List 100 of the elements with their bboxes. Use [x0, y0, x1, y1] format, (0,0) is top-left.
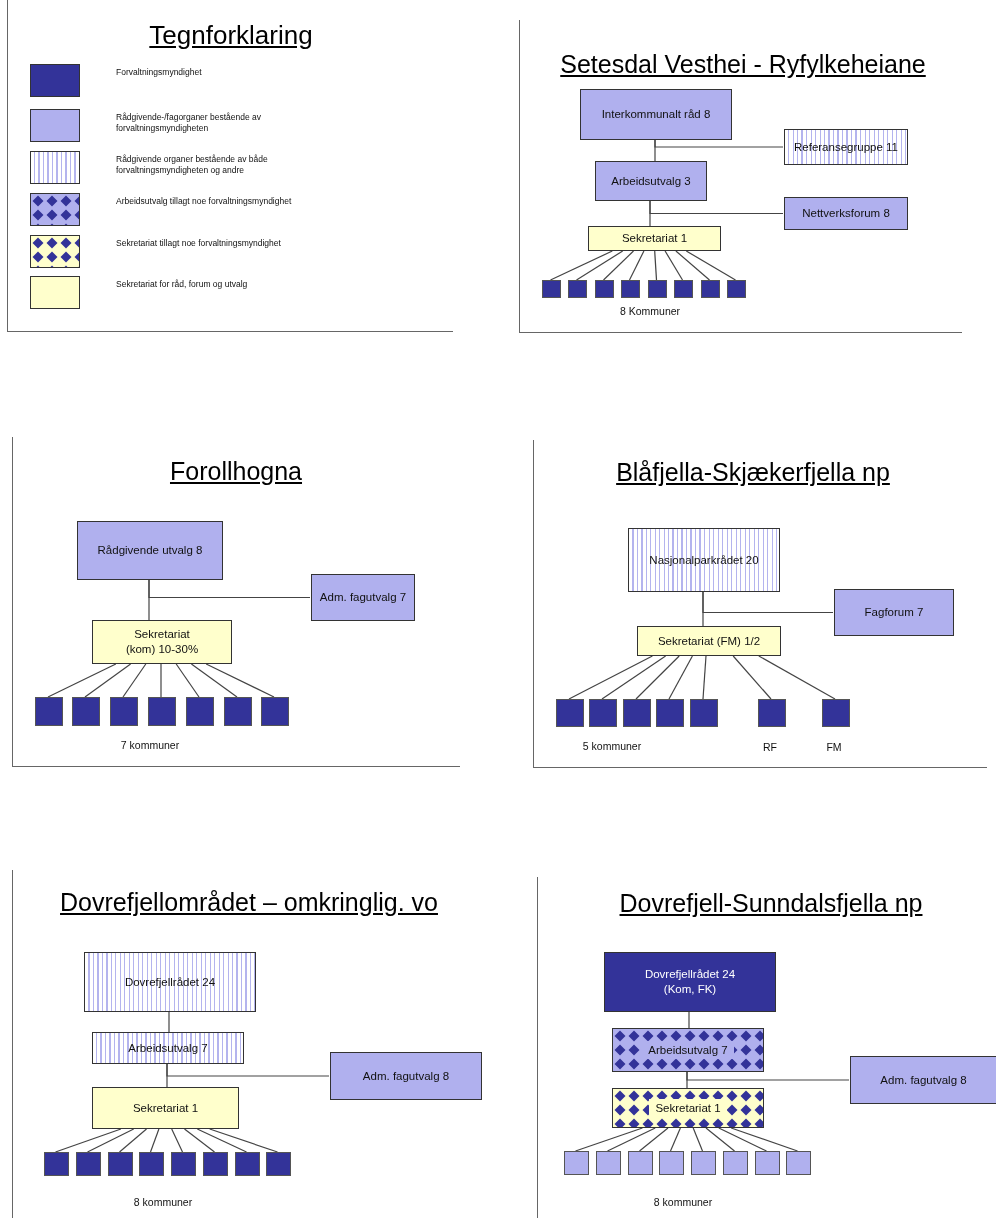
municipality-square: [648, 280, 667, 298]
connector-line: [149, 1128, 160, 1153]
group-caption: 7 kommuner: [120, 739, 180, 751]
municipality-square: [628, 1151, 653, 1175]
chart-panel: [12, 437, 460, 767]
municipality-square: [72, 697, 100, 726]
municipality-square: [786, 1151, 811, 1175]
municipality-square: [148, 697, 176, 726]
municipality-square: [35, 697, 63, 726]
connector-line: [628, 250, 645, 281]
municipality-square: [235, 1152, 260, 1176]
org-box: Interkommunalt råd 8: [580, 89, 732, 140]
chart-panel: [519, 20, 962, 333]
org-box: Sekretariat 1: [612, 1088, 764, 1128]
connector-line: [168, 1011, 170, 1033]
municipality-square: [139, 1152, 164, 1176]
connector-line: [574, 1127, 643, 1152]
municipality-square: [674, 280, 693, 298]
municipality-square: [758, 699, 786, 727]
legend-text: Rådgivende-/fagorganer bestående av forvaltningsmyndigheten: [116, 112, 263, 135]
org-box: Arbeidsutvalg 7: [612, 1028, 764, 1072]
org-box: Arbeidsutvalg 3: [595, 161, 707, 201]
group-caption: 5 kommuner: [582, 740, 642, 752]
chart-panel: [533, 440, 987, 768]
group-caption: 8 kommuner: [653, 1196, 713, 1208]
municipality-square: [261, 697, 289, 726]
org-box: Adm. fagutvalg 7: [311, 574, 415, 621]
legend-text: Arbeidsutvalg tillagt noe forvaltningsmyndighet: [116, 196, 293, 208]
connector-line: [205, 663, 275, 698]
org-box: Adm. fagutvalg 8: [850, 1056, 996, 1104]
panel-title: Dovrefjell-Sunndalsfjella np: [619, 889, 923, 918]
connector-line: [638, 1127, 669, 1152]
municipality-square: [203, 1152, 228, 1176]
legend-text: Forvaltningsmyndighet: [116, 67, 203, 79]
municipality-square: [224, 697, 252, 726]
org-box: Sekretariat (FM) 1/2: [637, 626, 781, 656]
connector-line: [732, 655, 772, 700]
connector-line: [575, 250, 624, 281]
municipality-square: [44, 1152, 69, 1176]
org-box: Nasjonalparkrådet 20: [628, 528, 780, 592]
connector-line: [84, 663, 132, 698]
connector-line: [702, 655, 707, 700]
municipality-square: [108, 1152, 133, 1176]
municipality-square: [542, 280, 561, 298]
org-box: Dovrefjellrådet 24: [84, 952, 256, 1012]
connector-line: [118, 1128, 148, 1153]
municipality-square: [727, 280, 746, 298]
municipality-square: [568, 280, 587, 298]
connector-line: [635, 655, 680, 700]
connector-line: [686, 1071, 850, 1081]
municipality-square: [690, 699, 718, 727]
connector-line: [692, 1127, 704, 1152]
connector-line: [606, 1127, 656, 1152]
connector-line: [664, 250, 684, 281]
connector-line: [702, 591, 834, 614]
chart-panel: [537, 877, 996, 1218]
connector-line: [568, 655, 653, 700]
municipality-square: [621, 280, 640, 298]
connector-line: [675, 250, 711, 281]
org-box: Arbeidsutvalg 7: [92, 1032, 244, 1064]
municipality-square: [110, 697, 138, 726]
connector-line: [654, 139, 784, 148]
connector-line: [209, 1128, 279, 1153]
municipality-square: [656, 699, 684, 727]
municipality-square: [76, 1152, 101, 1176]
connector-line: [196, 1128, 248, 1153]
municipality-square: [564, 1151, 589, 1175]
legend-title: Tegnforklaring: [149, 20, 313, 51]
connector-line: [160, 663, 162, 698]
org-box: Sekretariat (kom) 10-30%: [92, 620, 232, 664]
municipality-square: [596, 1151, 621, 1175]
org-box: Nettverksforum 8: [784, 197, 908, 230]
square-caption: RF: [763, 741, 777, 753]
connector-line: [730, 1127, 799, 1152]
connector-line: [190, 663, 238, 698]
connector-line: [649, 200, 784, 215]
square-caption: FM: [826, 741, 842, 753]
connector-line: [86, 1128, 135, 1153]
org-box: Sekretariat 1: [92, 1087, 239, 1129]
connector-line: [47, 663, 117, 698]
connector-line: [668, 655, 693, 700]
municipality-square: [266, 1152, 291, 1176]
municipality-square: [556, 699, 584, 727]
municipality-square: [659, 1151, 684, 1175]
municipality-square: [171, 1152, 196, 1176]
connector-line: [758, 655, 836, 700]
connector-line: [122, 663, 147, 698]
org-box: Sekretariat 1: [588, 226, 721, 251]
connector-line: [602, 250, 635, 281]
connector-line: [601, 655, 667, 700]
connector-line: [549, 250, 613, 281]
group-caption: 8 kommuner: [133, 1196, 193, 1208]
connector-line: [718, 1127, 768, 1152]
panel-title: Dovrefjellområdet – omkringlig. vo: [60, 888, 438, 917]
municipality-square: [595, 280, 614, 298]
legend-text: Sekretariat for råd, forum og utvalg: [116, 279, 249, 291]
connector-line: [688, 1011, 690, 1029]
connector-line: [171, 1128, 184, 1153]
panel-title: Setesdal Vesthei - Ryfylkeheiane: [560, 50, 926, 79]
org-box: Rådgivende utvalg 8: [77, 521, 223, 580]
